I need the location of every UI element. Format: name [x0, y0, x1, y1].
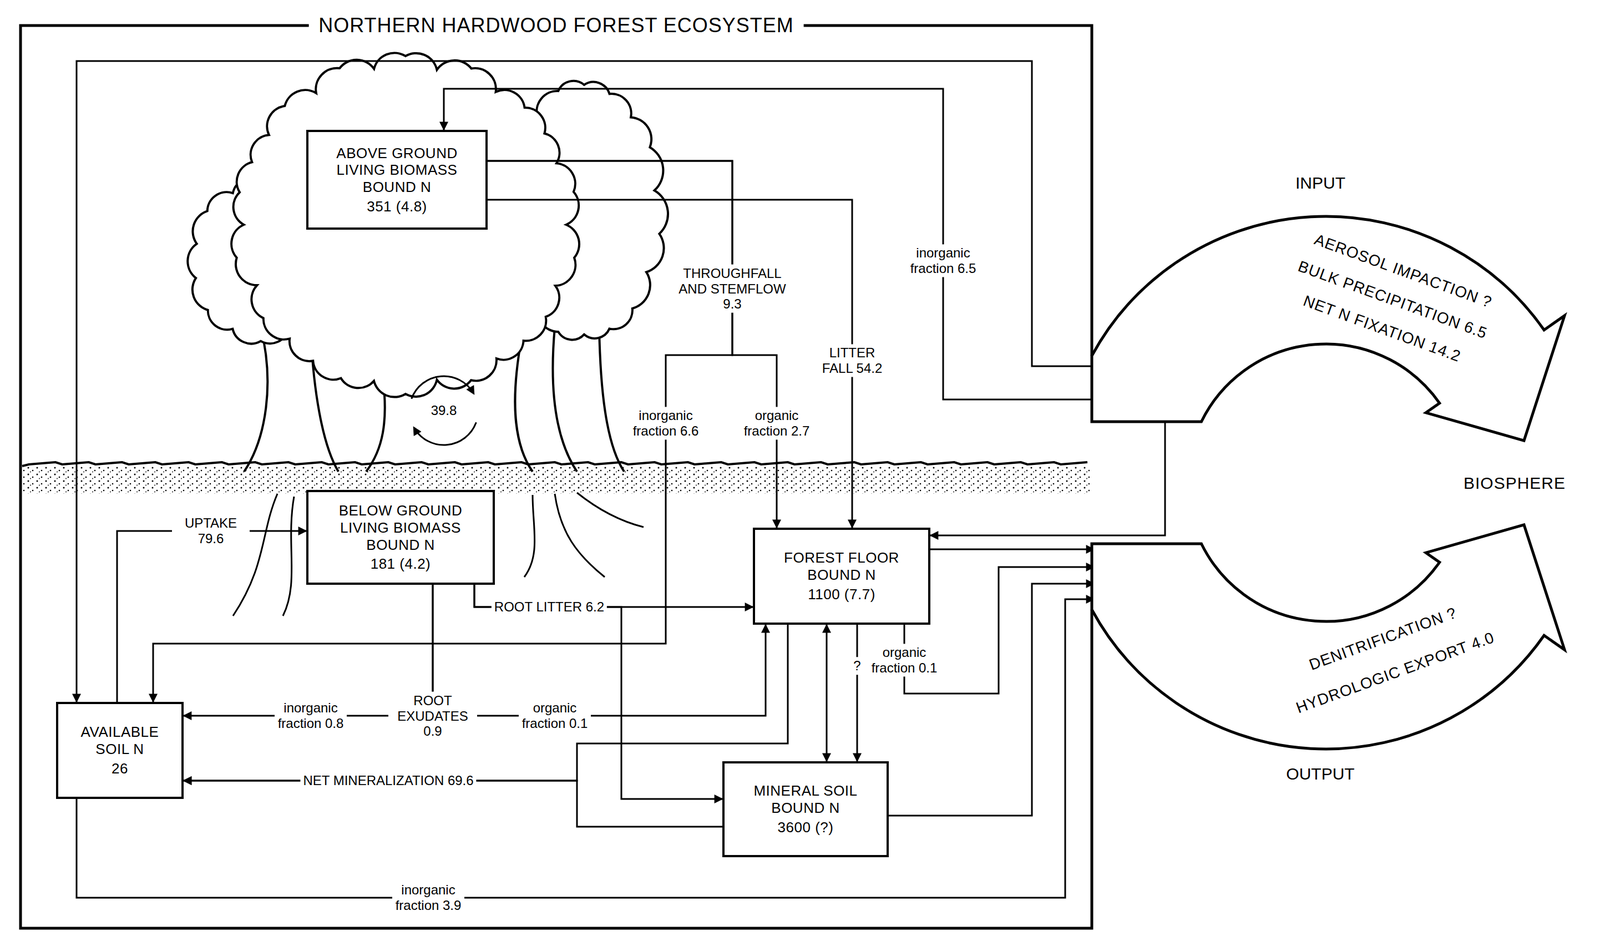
trunk-line [552, 327, 577, 472]
root [554, 493, 605, 577]
frame-border [20, 25, 1092, 929]
flux-label: inorganic fraction 3.9 [392, 880, 465, 914]
biosphere-cycle: AEROSOL IMPACTION ?BULK PRECIPITATION 6.… [1091, 213, 1597, 752]
pool-name: MINERAL SOIL BOUND N [734, 782, 877, 817]
canopy-crown [231, 52, 580, 397]
flow-direction-label: INPUT [1292, 172, 1349, 195]
ecosystem-frame: ABOVE GROUND LIVING BIOMASS BOUND N 351 (… [20, 25, 1092, 929]
pool-name: FOREST FLOOR BOUND N [765, 549, 919, 584]
flux-arrow [487, 160, 777, 528]
trunk-line [244, 327, 268, 472]
root [576, 492, 644, 528]
root [282, 496, 295, 616]
flux-label: THROUGHFALL AND STEMFLOW 9.3 [674, 264, 791, 313]
root [524, 494, 535, 577]
nitrogen-pool-box: FOREST FLOOR BOUND N1100 (7.7) [752, 527, 931, 625]
flux-label: inorganic fraction 6.6 [629, 406, 702, 440]
flux-arrow [474, 584, 723, 799]
pool-value: 351 (4.8) [366, 198, 428, 216]
flux-arrow [443, 88, 1092, 400]
pool-name: BELOW GROUND LIVING BIOMASS BOUND N [318, 502, 483, 554]
frame-title: NORTHERN HARDWOOD FOREST ECOSYSTEM [308, 13, 804, 38]
flux-label: 39.8 [428, 401, 460, 420]
flux-label: LITTER FALL 54.2 [816, 343, 889, 377]
flux-arrow [432, 584, 766, 716]
biosphere-flow-band [1091, 216, 1565, 441]
pool-name: AVAILABLE SOIL N [68, 723, 172, 758]
flux-label: organic fraction 2.7 [740, 406, 813, 440]
flux-arrow [930, 548, 1095, 551]
canopy-crown [500, 80, 668, 341]
flux-label: organic fraction 0.1 [518, 699, 591, 732]
flow-direction-label: OUTPUT [1283, 763, 1358, 786]
flux-arrow [153, 160, 733, 702]
biosphere-flow-band [1091, 524, 1565, 749]
trunk-line [514, 338, 533, 472]
flux-arrow [826, 624, 828, 762]
flux-arrow [487, 199, 853, 528]
flux-arrow [856, 624, 859, 762]
flux-label: UPTAKE 79.6 [171, 514, 250, 548]
flux-label: inorganic fraction 6.5 [907, 244, 980, 277]
flux-arrow [117, 530, 307, 702]
tree-trunks [244, 327, 625, 472]
flux-label: ROOT LITTER 6.2 [491, 598, 607, 616]
flux-label: inorganic fraction 0.8 [274, 699, 347, 732]
nitrogen-pool-box: ABOVE GROUND LIVING BIOMASS BOUND N 351 (… [306, 129, 488, 230]
flux-label: organic fraction 0.1 [868, 643, 941, 677]
internal-cycle-arrows [411, 376, 477, 445]
nitrogen-pool-box: AVAILABLE SOIL N 26 [56, 701, 184, 799]
nitrogen-pool-box: BELOW GROUND LIVING BIOMASS BOUND N181 (… [306, 489, 495, 585]
ground-surface [22, 462, 1088, 467]
pool-value: 181 (4.2) [370, 555, 432, 573]
flux-label: ROOT EXUDATES 0.9 [388, 691, 478, 741]
nitrogen-pool-box: MINERAL SOIL BOUND N3600 (?) [722, 761, 889, 858]
cycle-arrow [413, 422, 477, 445]
trunk-line [310, 332, 339, 472]
flux-label: ? [850, 656, 864, 675]
pool-name: ABOVE GROUND LIVING BIOMASS BOUND N [318, 144, 476, 196]
root [233, 493, 278, 616]
pool-value: 1100 (7.7) [807, 585, 876, 604]
trunk-line [366, 377, 386, 472]
trunk-line [599, 327, 625, 472]
pool-value: 26 [111, 760, 129, 778]
flux-arrow [183, 624, 788, 781]
biosphere-flux-text: BIOSPHERE [1463, 473, 1566, 493]
pool-value: 3600 (?) [777, 818, 834, 837]
flux-arrow [76, 599, 1095, 898]
flux-arrow [930, 421, 1166, 536]
soil-stipple [22, 466, 1090, 494]
flux-arrow [76, 61, 1092, 702]
flux-label: NET MINERALIZATION 69.6 [300, 771, 477, 790]
cycle-arrow [411, 376, 474, 399]
